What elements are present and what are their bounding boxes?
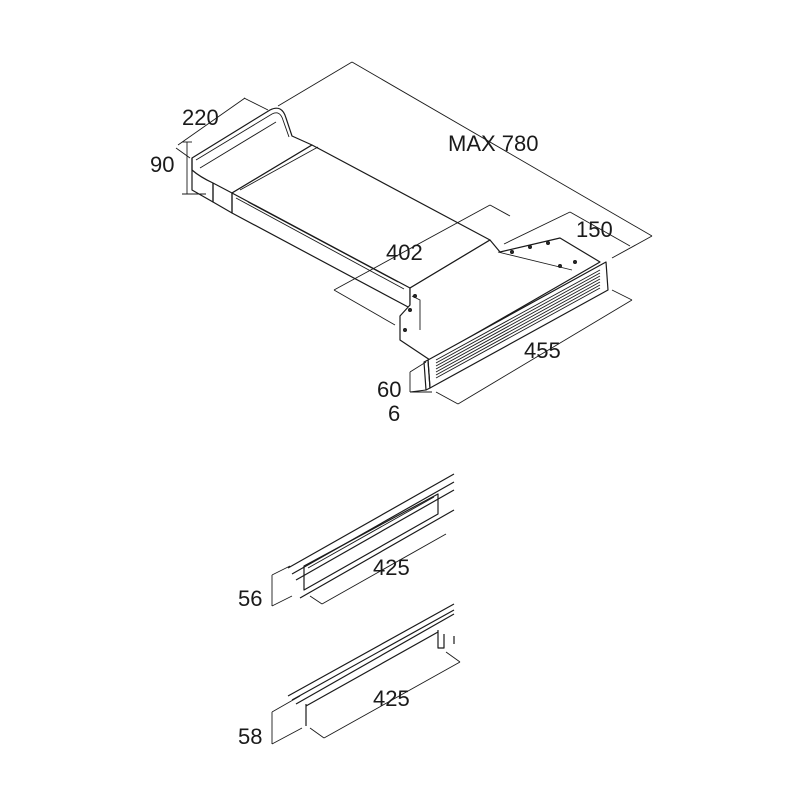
label-90: 90 (150, 152, 174, 177)
dim-90 (182, 141, 206, 195)
label-402: 402 (386, 240, 423, 265)
label-150: 150 (576, 217, 613, 242)
label-cutout1-425: 425 (373, 555, 410, 580)
label-cutout2-425: 425 (373, 686, 410, 711)
label-6: 6 (388, 401, 400, 426)
label-cutout1-56: 56 (238, 586, 262, 611)
label-cutout2-58: 58 (238, 724, 262, 749)
duct-end-cap (191, 107, 313, 214)
label-max-780: MAX 780 (448, 131, 539, 156)
dim-220 (175, 97, 269, 159)
fan-housing (399, 237, 601, 361)
dim-150 (503, 211, 631, 247)
duct-assembly: MAX 780 220 90 402 150 455 60 6 (150, 61, 653, 426)
dim-455 (435, 289, 633, 405)
dim-max-780 (277, 61, 653, 259)
label-455: 455 (524, 338, 561, 363)
cutout-detail-1: 425 56 (238, 473, 455, 611)
grille-panel (423, 261, 609, 391)
label-60: 60 (377, 377, 401, 402)
dim-60-6 (409, 361, 432, 393)
dim-402 (333, 204, 511, 326)
label-220: 220 (182, 105, 219, 130)
cutout-detail-2: 425 58 (238, 603, 461, 749)
